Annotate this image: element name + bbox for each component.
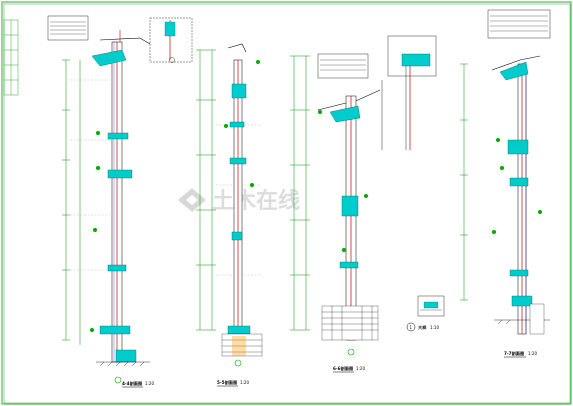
detail-marker [406, 322, 416, 332]
watermark-text: 土木在线 [212, 188, 300, 214]
detail-title: 大样 [418, 324, 427, 331]
section-6-6-scale: 1:20 [356, 366, 365, 371]
section-5-5: 5-5剖面图 1:20 [196, 43, 263, 387]
section-4-4-title: 4-4剖面图 [122, 380, 142, 387]
section-6-6-title: 6-6剖面图 [333, 365, 353, 372]
detail-marker-number: 1 [410, 325, 413, 330]
section-7-7-title: 7-7剖面图 [504, 350, 524, 357]
section-4-4-scale: 1:20 [145, 381, 154, 386]
watermark: 土木在线 [178, 188, 300, 214]
detail-scale: 1:10 [430, 325, 439, 330]
section-4-4: 4-4剖面图 1:20 [47, 15, 193, 388]
title-block-strip [3, 19, 19, 96]
section-5-5-title: 5-5剖面图 [217, 379, 237, 386]
section-5-5-scale: 1:20 [240, 380, 249, 385]
section-6-6: 6-6剖面图 1:20 [290, 35, 437, 373]
detail-1: 1 大样 1:10 [406, 295, 445, 332]
watermark-logo-icon [178, 188, 206, 212]
section-7-7: 7-7剖面图 1:20 [460, 9, 551, 358]
section-7-7-scale: 1:20 [528, 351, 537, 356]
sheet-inner-border [3, 3, 571, 404]
